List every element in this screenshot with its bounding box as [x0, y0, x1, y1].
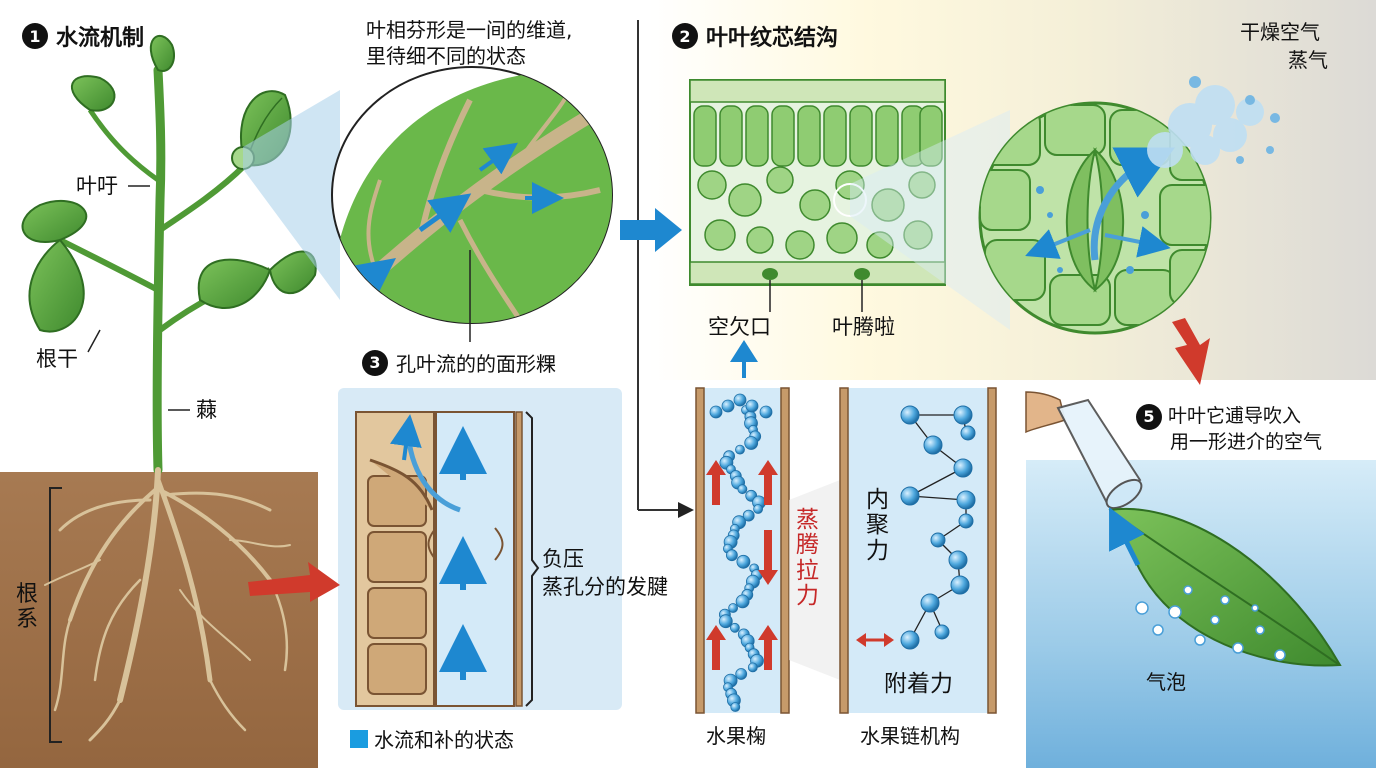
section-3-number: 3: [362, 349, 388, 376]
section-5-caption: 5 叶叶它逋导吹入 用一形进介的空气: [1136, 404, 1322, 456]
water-molecule: [753, 504, 763, 514]
leaf-caption-line1: 叶相芬形是一间的维道,: [366, 18, 573, 42]
section-1-number: 1: [22, 23, 48, 49]
vapour-cloud: [1147, 76, 1280, 168]
root-label: 根系: [16, 582, 39, 633]
soil-ground: [0, 472, 318, 768]
cross-section-left-label: 空欠口: [708, 315, 771, 339]
section-1-title: 1 水流机制: [22, 20, 144, 52]
adhesion-label: 附着力: [884, 671, 953, 697]
section-5-line2: 用一形进介的空气: [1170, 431, 1323, 453]
red-arrow-down: [1172, 318, 1210, 385]
chain-panel: [839, 387, 997, 714]
section-2-title: 2 叶叶纹芯结沟: [672, 20, 838, 52]
leaf-cross-section: [689, 79, 1010, 330]
red-arrow-roots: [248, 562, 340, 602]
water-molecule: [737, 484, 748, 495]
water-molecule: [726, 549, 738, 562]
water-molecule: [745, 399, 759, 413]
water-molecule: [736, 554, 751, 569]
pressure-label-line2: 蒸孔分的发腱: [542, 575, 668, 599]
water-molecule: [735, 668, 748, 680]
xylem-vessels: [355, 411, 540, 707]
water-molecule: [759, 405, 773, 419]
section-3-label: 孔叶流的的面形粿: [396, 352, 556, 376]
water-molecule: [721, 399, 735, 413]
bubbles-label: 气泡: [1146, 670, 1186, 694]
legend-label: 水流和补的状态: [374, 728, 514, 752]
section-5-number: 5: [1136, 404, 1162, 430]
cohesion-label: 内聚力: [866, 487, 889, 564]
xylem-legend: 水流和补的状态: [350, 724, 514, 753]
water-molecule: [730, 622, 740, 633]
cross-section-right-label: 叶腾啦: [832, 315, 895, 339]
legend-swatch: [350, 729, 368, 748]
chain-label: 水果链机构: [860, 724, 960, 748]
submerged-leaf: [1025, 391, 1342, 667]
petiole-label: 叶吁: [76, 174, 118, 198]
section-5-line1: 叶叶它逋导吹入: [1168, 405, 1302, 428]
section-3-title: 3 孔叶流的的面形粿: [362, 348, 556, 377]
air-label-line2: 蒸气: [1288, 48, 1328, 72]
water-molecule: [747, 662, 758, 673]
roots: [44, 467, 291, 742]
section-2-number: 2: [672, 23, 698, 49]
blue-arrow-to-section: [620, 208, 682, 252]
water-molecule: [742, 509, 755, 522]
capillary-tube: [695, 340, 840, 714]
water-molecule: [735, 444, 745, 455]
tension-label: 蒸腾拉力: [796, 507, 819, 609]
stem-label: 根干: [36, 347, 78, 371]
plant: [21, 34, 340, 475]
section-2-label: 叶叶纹芯结沟: [706, 26, 839, 51]
air-label-line1: 干燥空气: [1240, 20, 1320, 44]
water-molecule: [744, 436, 759, 450]
water-molecule: [709, 405, 723, 419]
water-molecule: [735, 594, 750, 609]
leaf-zoom: [331, 66, 613, 342]
tube-label: 水果椈: [706, 724, 766, 748]
pressure-label-line1: 负压: [542, 547, 584, 571]
water-molecule: [718, 614, 733, 629]
water-molecule: [733, 393, 747, 407]
water-molecule: [730, 702, 741, 712]
stalk-label: 蕀: [196, 398, 217, 422]
section-1-label: 水流机制: [56, 26, 145, 51]
water-molecule: [728, 603, 738, 613]
leaf-caption-line2: 里待细不同的状态: [366, 44, 526, 68]
